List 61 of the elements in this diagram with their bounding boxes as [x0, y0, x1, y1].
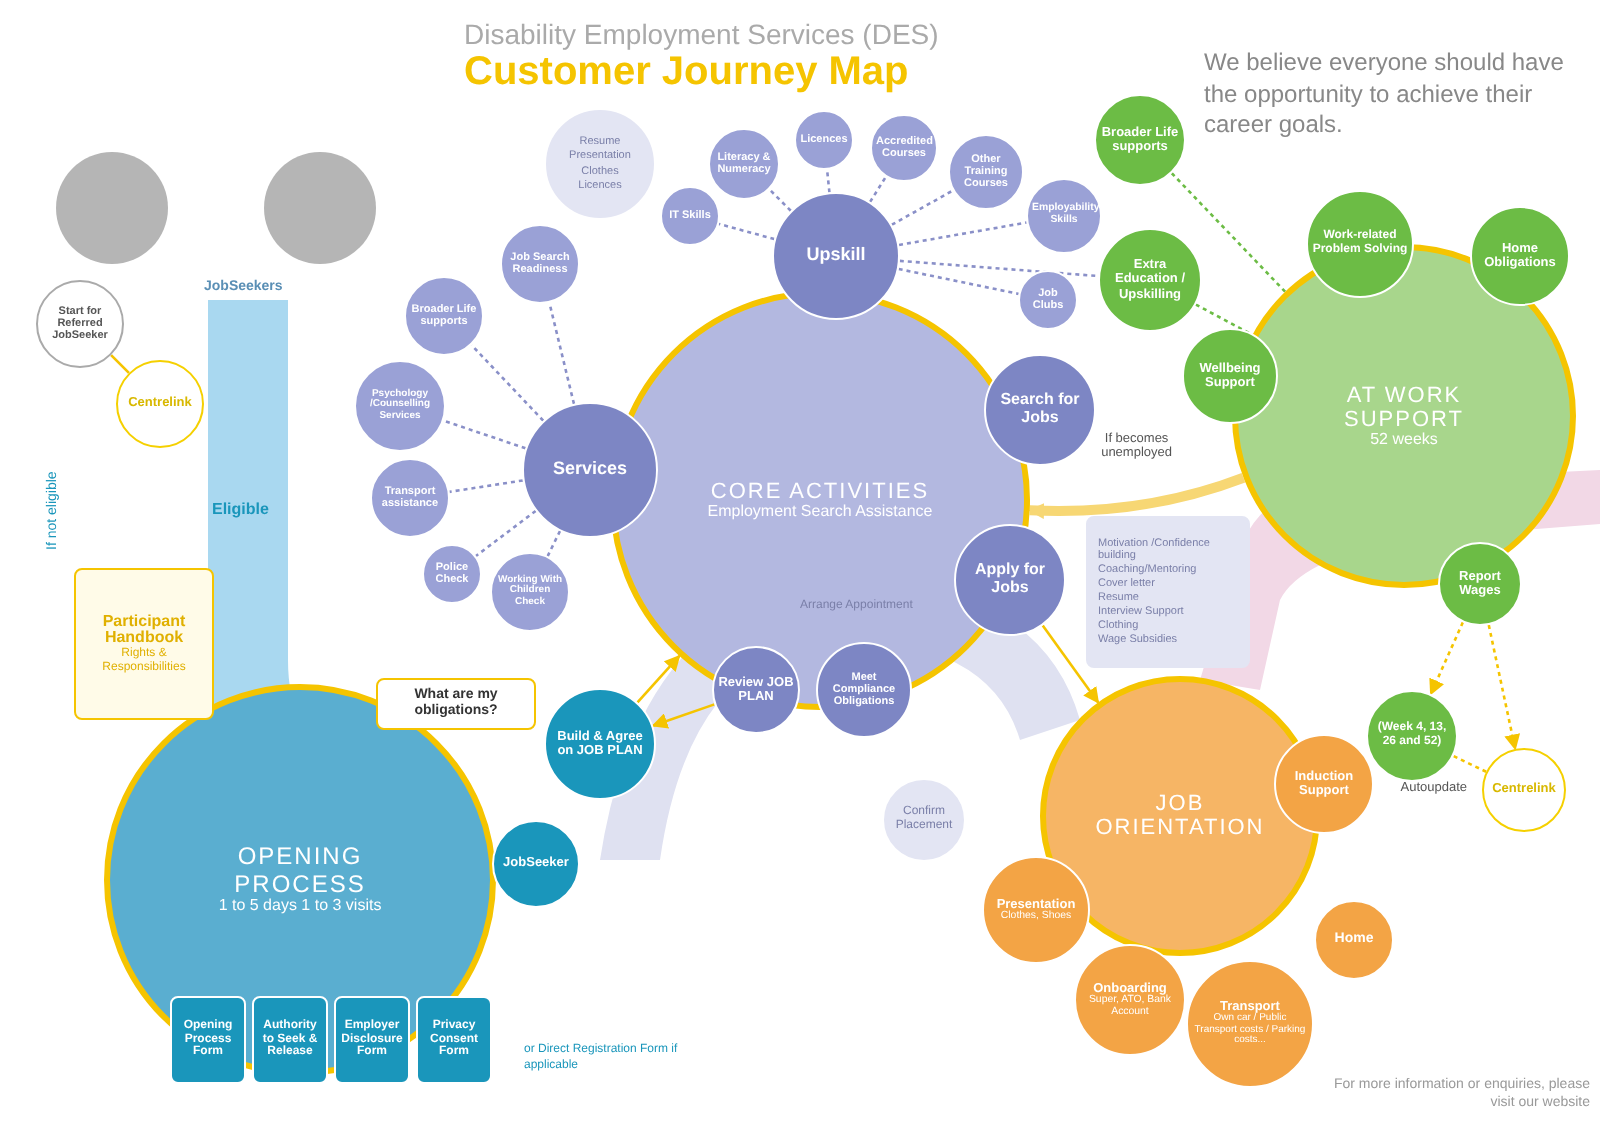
checklist-bubble — [1086, 516, 1250, 668]
form-card — [416, 996, 492, 1084]
node-label: CORE ACTIVITIES — [710, 479, 930, 504]
arrow — [651, 703, 715, 729]
form-card — [334, 996, 410, 1084]
heading-text: Disability Employment Services (DES) — [464, 16, 941, 53]
activity-circle — [870, 114, 938, 182]
connector-line — [891, 189, 954, 226]
node-label: Services — [552, 460, 628, 480]
outline-circle — [116, 360, 204, 448]
activity-circle — [708, 128, 780, 200]
activity-circle — [1438, 542, 1522, 626]
path-label: Eligible — [212, 500, 271, 521]
connector-line — [869, 176, 887, 203]
activity-circle — [422, 544, 482, 604]
node-label: Participant Handbook — [100, 613, 188, 647]
node-sublabel: Employment Search Assistance — [707, 503, 933, 521]
connector-line — [449, 479, 523, 494]
node-label: Upskill — [806, 246, 866, 266]
node-label: OPENING PROCESS — [232, 844, 368, 898]
activity-circle — [1274, 734, 1374, 834]
connector-line — [1170, 172, 1287, 293]
arrow — [1028, 473, 1246, 519]
connector-line — [768, 188, 792, 212]
node-sublabel: 52 weeks — [1370, 431, 1438, 449]
connector-line — [898, 267, 1019, 296]
activity-circle — [1018, 270, 1078, 330]
connector-line — [899, 259, 1099, 278]
checklist-bubble — [884, 780, 964, 860]
connector-line — [825, 169, 831, 193]
outline-circle — [1482, 748, 1566, 832]
connector-line — [443, 419, 526, 450]
node-label: Search for Jobs — [998, 392, 1082, 428]
connector-line — [1452, 754, 1487, 773]
arrow — [1041, 624, 1100, 704]
activity-circle — [1366, 690, 1458, 782]
activity-circle — [794, 110, 854, 170]
handbook-card — [74, 568, 214, 720]
speech-bubble — [376, 678, 536, 730]
tagline-text: We believe everyone should have the opportunity to achieve their career goals. — [1204, 48, 1566, 142]
node-label: Apply for Jobs — [972, 562, 1048, 598]
form-card — [252, 996, 328, 1084]
outline-circle — [36, 280, 124, 368]
arrow — [636, 654, 681, 704]
arrow — [1487, 624, 1521, 751]
title: Customer Journey Map — [464, 50, 909, 96]
connector-line — [475, 509, 537, 557]
node-label: AT WORK SUPPORT — [1342, 383, 1466, 432]
activity-circle — [772, 192, 900, 320]
activity-circle — [660, 186, 720, 246]
node-label: JOB ORIENTATION — [1093, 791, 1267, 841]
connector-line — [546, 530, 562, 557]
arrow — [1429, 621, 1465, 696]
connector-line — [898, 221, 1027, 247]
connector-line — [548, 302, 576, 405]
node-sublabel: 1 to 5 days 1 to 3 visits — [218, 897, 382, 916]
connector-line — [470, 344, 545, 422]
connector-line — [110, 354, 130, 374]
checklist-bubble — [546, 110, 654, 218]
form-card — [170, 996, 246, 1084]
connector-line — [718, 222, 775, 241]
